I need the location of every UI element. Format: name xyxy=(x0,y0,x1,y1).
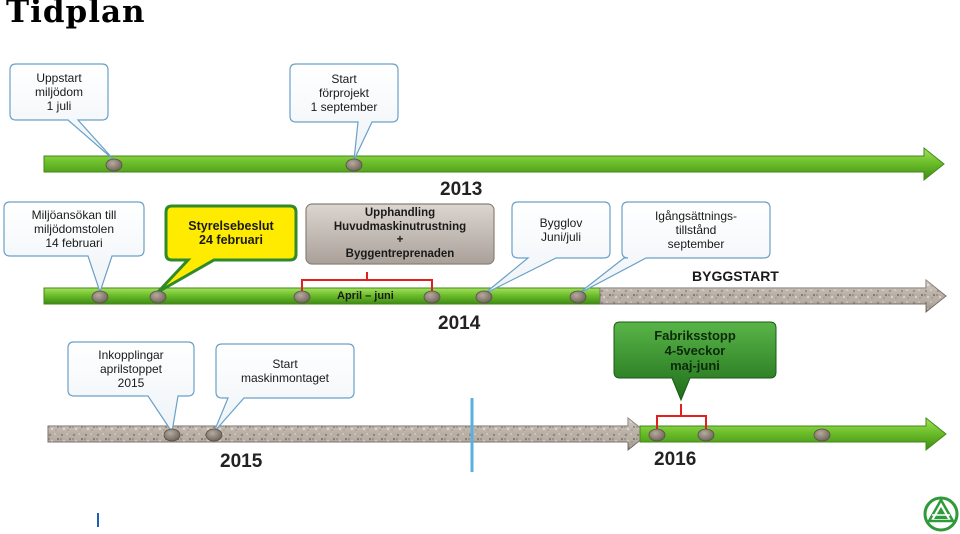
timeline-arrow-1 xyxy=(43,146,945,182)
callout-start-maskinmontaget xyxy=(213,343,355,433)
callout-inkopplingar xyxy=(67,341,195,434)
callout-start-forprojekt xyxy=(289,63,399,161)
milestone-dot xyxy=(91,290,109,304)
timeline-arrow-3 xyxy=(47,416,947,452)
byggstart-label: BYGGSTART xyxy=(692,268,779,284)
year-label-2013: 2013 xyxy=(440,179,483,200)
milestone-dot xyxy=(813,428,831,442)
year-label-2015: 2015 xyxy=(220,451,263,472)
milestone-dot xyxy=(475,290,493,304)
callout-upphandling xyxy=(305,203,495,265)
milestone-dot xyxy=(423,290,441,304)
callout-bygglov xyxy=(483,201,611,295)
callout-start-maskinmontaget-text: Start maskinmontaget xyxy=(240,357,330,385)
callout-miljoansokan xyxy=(3,201,145,294)
page-title: Tidplan xyxy=(6,0,146,30)
april-juni-label: April – juni xyxy=(337,290,394,302)
milestone-dot xyxy=(163,428,181,442)
milestone-dots xyxy=(91,158,831,442)
callout-igangsattning-text: Igångsättnings- tillstånd september xyxy=(654,209,738,251)
text-cursor xyxy=(97,513,99,527)
callout-styrelsebeslut xyxy=(156,204,298,294)
callout-bygglov-text: Bygglov Juni/juli xyxy=(539,216,583,244)
callout-igangsattning xyxy=(577,201,771,295)
callout-uppstart-text: Uppstart miljödom 1 juli xyxy=(34,71,83,113)
timeline-arrow-2 xyxy=(43,278,947,314)
milestone-dot xyxy=(648,428,666,442)
callout-miljoansokan-text: Miljöansökan till miljödomstolen 14 febr… xyxy=(31,208,117,250)
april-juni-bracket xyxy=(301,272,433,292)
milestone-dot xyxy=(345,158,363,172)
callout-upphandling-text: Upphandling Huvudmaskinutrustning + Bygg… xyxy=(333,207,467,260)
milestone-dot xyxy=(697,428,715,442)
milestone-dot xyxy=(149,290,167,304)
callout-start-forprojekt-text: Start förprojekt 1 september xyxy=(310,72,378,114)
milestone-dot xyxy=(205,428,223,442)
fabriksstopp-bracket xyxy=(656,404,707,430)
milestone-dot xyxy=(105,158,123,172)
callout-fabriksstopp xyxy=(613,321,777,402)
year-label-2016: 2016 xyxy=(654,449,697,470)
milestone-dot xyxy=(569,290,587,304)
callout-fabriksstopp-text: Fabriksstopp 4-5veckor maj-juni xyxy=(654,327,736,373)
company-logo xyxy=(923,496,959,532)
callout-uppstart-miljodom xyxy=(9,63,115,161)
milestone-dot xyxy=(293,290,311,304)
callout-inkopplingar-text: Inkopplingar aprilstoppet 2015 xyxy=(98,348,164,390)
callout-styrelsebeslut-text: Styrelsebeslut 24 februari xyxy=(188,219,274,247)
year-label-2014: 2014 xyxy=(438,313,481,334)
